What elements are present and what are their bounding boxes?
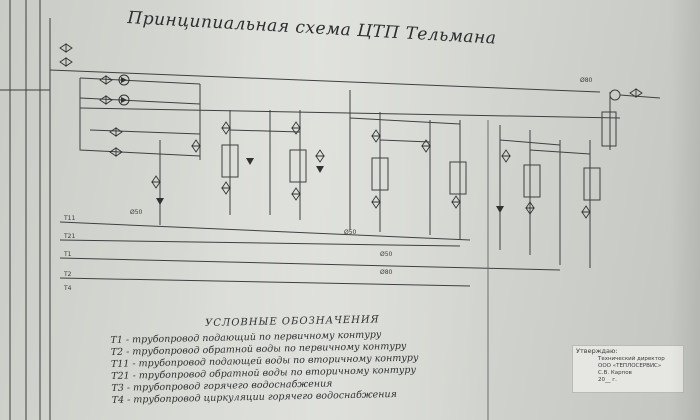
pump-icon [118, 94, 130, 106]
heat-exchanger [371, 157, 389, 191]
pipe-label: Т2 [63, 271, 72, 278]
pump-icon [121, 77, 127, 83]
pump-icon [121, 97, 127, 103]
pipe-label: Т4 [63, 285, 72, 292]
pipe-t11 [59, 221, 471, 241]
stamp-line: С.В. Карпов [598, 370, 632, 376]
valve-group [59, 43, 643, 219]
check-valve-icon [316, 166, 324, 173]
stamp-line: 20__ г. [598, 377, 617, 383]
pipe-label: Т11 [63, 215, 75, 222]
stamp-title: Утверждаю: [576, 347, 618, 355]
pipe-t2 [59, 277, 471, 287]
stamp-line: ООО «ТЕПЛОСЕРВИС» [598, 363, 662, 369]
pump-group [118, 74, 504, 213]
approval-stamp: Утверждаю: Технический директор ООО «ТЕП… [572, 345, 684, 393]
pipe-label: Т21 [63, 233, 75, 240]
supply-header [49, 69, 601, 93]
diameter-label: Ø80 [380, 269, 393, 276]
stamp-line: Технический директор [598, 356, 665, 362]
diameter-label: Ø50 [130, 209, 143, 216]
pipe-t1 [59, 257, 561, 271]
gauge [609, 89, 621, 101]
pump-icon [118, 74, 130, 86]
legend: УСЛОВНЫЕ ОБОЗНАЧЕНИЯ Т1 - трубопровод по… [110, 313, 452, 407]
heat-exchanger [583, 167, 601, 201]
flow-meter [601, 111, 617, 147]
check-valve-icon [156, 198, 164, 205]
heat-exchanger [449, 161, 467, 195]
pipe-label-group: Т11 Т21 Т1 Т2 Т4 Ø50 Ø50 Ø50 Ø80 Ø80 [63, 77, 593, 292]
pipe-label: Т1 [63, 251, 72, 258]
diameter-label: Ø50 [380, 251, 393, 258]
check-valve-icon [246, 158, 254, 165]
heat-exchanger [221, 144, 239, 178]
pipe-t21 [59, 239, 461, 247]
diameter-label: Ø50 [344, 229, 357, 236]
diameter-label: Ø80 [580, 77, 593, 84]
heat-exchanger [289, 149, 307, 183]
heat-exchanger [523, 164, 541, 198]
check-valve-icon [496, 206, 504, 213]
